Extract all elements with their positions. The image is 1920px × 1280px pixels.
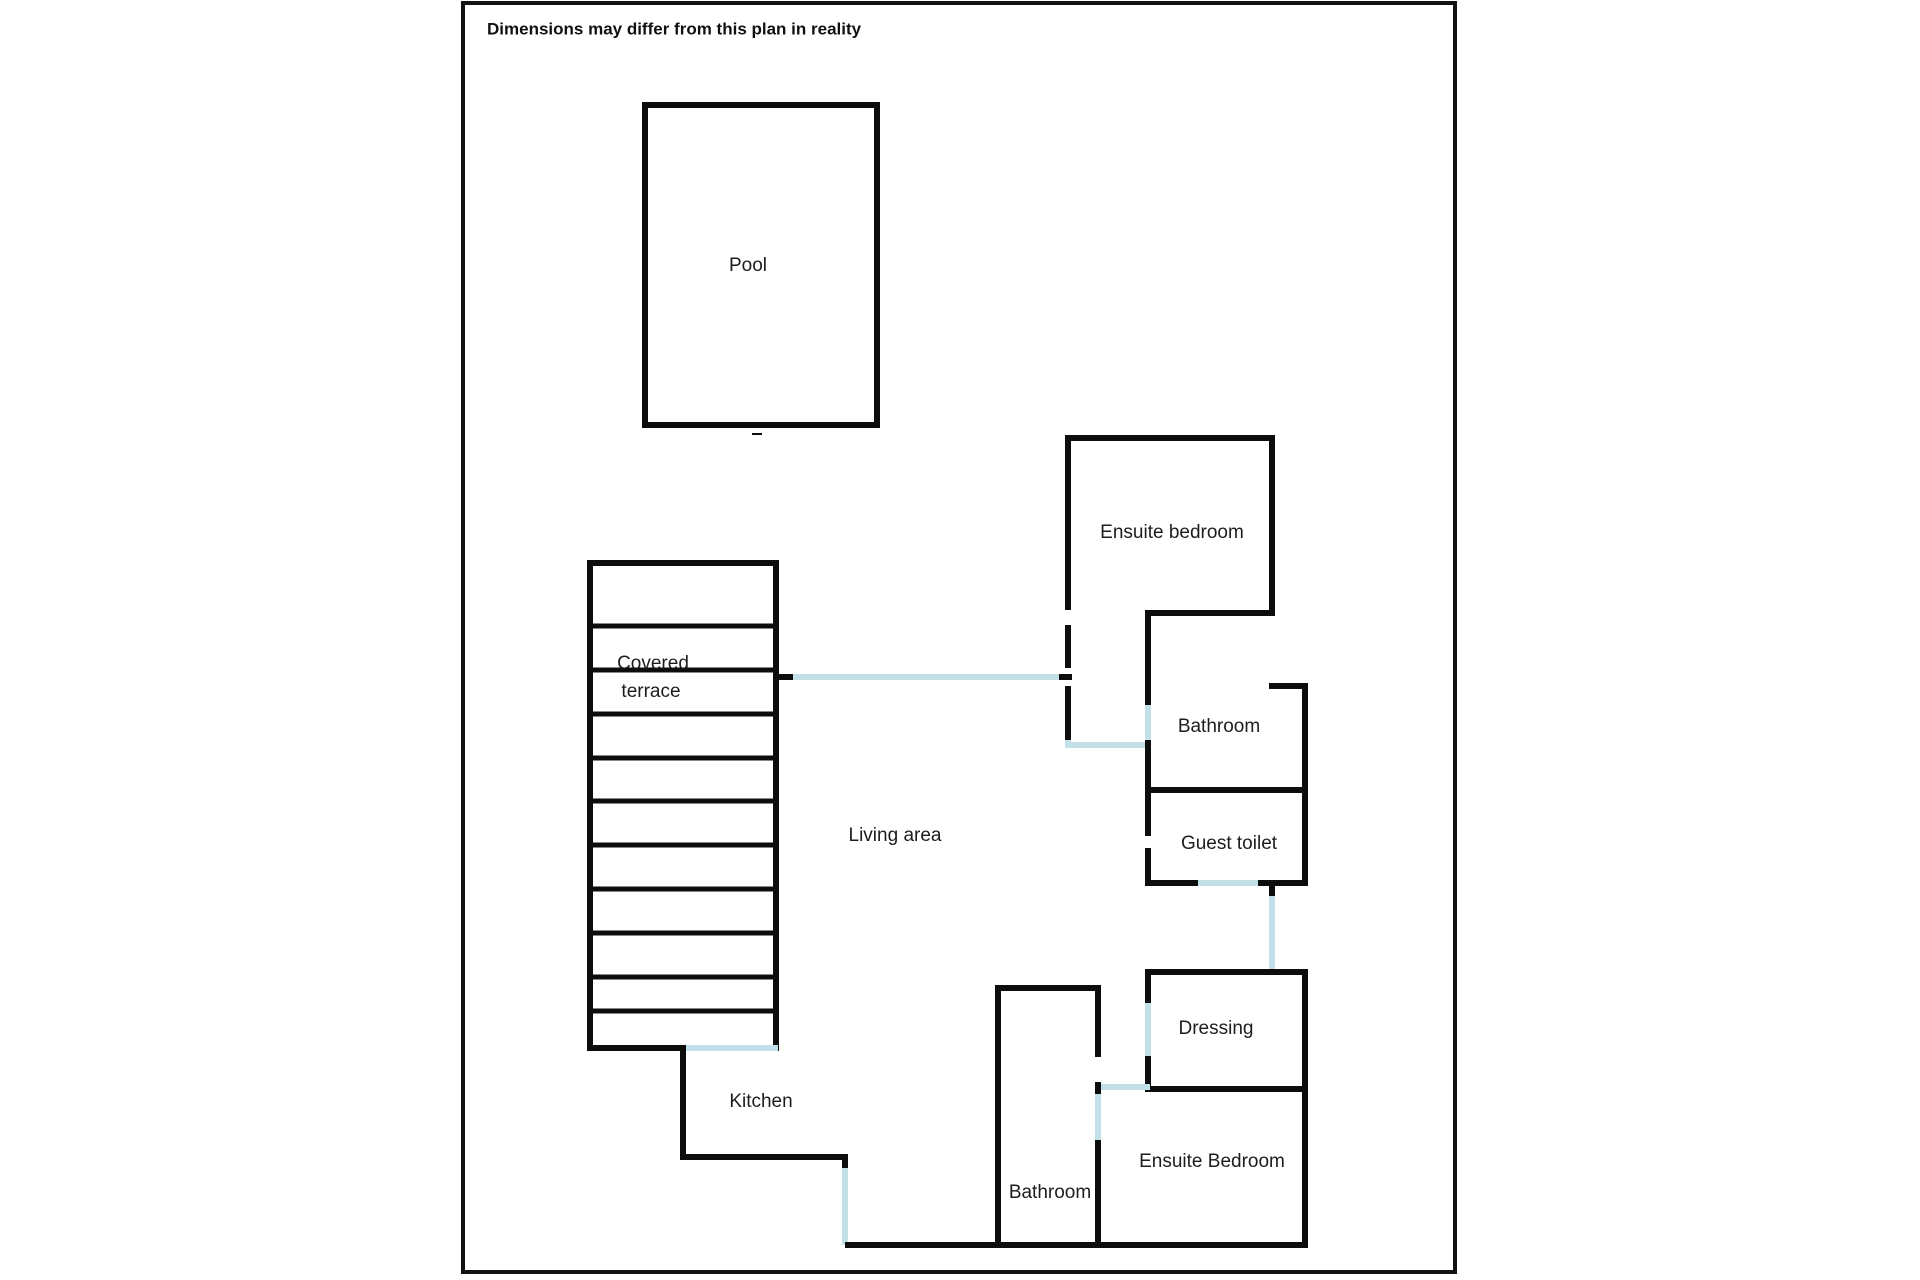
kitchen-label: Kitchen: [729, 1091, 792, 1112]
room-kitchen: Kitchen: [680, 1045, 848, 1245]
room-ensuite-bedroom-upper: Ensuite bedroom: [1065, 435, 1275, 748]
room-ensuite-bedroom-lower: Ensuite Bedroom: [1095, 1084, 1308, 1248]
room-guest-toilet: Guest toilet: [1145, 790, 1308, 975]
pool-outline: [642, 102, 880, 428]
ensuite-bedroom-upper-label: Ensuite bedroom: [1100, 522, 1244, 543]
room-living-area: Living area: [776, 674, 1072, 846]
pool-label: Pool: [729, 255, 767, 276]
bathroom-lower-label: Bathroom: [1009, 1182, 1091, 1203]
ensuite-bedroom-lower-label: Ensuite Bedroom: [1139, 1151, 1285, 1172]
room-bathroom-upper: Bathroom: [1145, 610, 1308, 793]
covered-terrace-label-line1: Covered: [617, 653, 689, 674]
room-covered-terrace: Covered terrace: [587, 560, 779, 1051]
plan-disclaimer-note: Dimensions may differ from this plan in …: [487, 19, 862, 38]
room-dressing: Dressing: [1145, 969, 1308, 1092]
dressing-label: Dressing: [1179, 1018, 1254, 1039]
living-area-label: Living area: [849, 825, 942, 846]
covered-terrace-label-line2: terrace: [621, 681, 680, 702]
room-bathroom-lower: Bathroom: [845, 985, 1101, 1248]
guest-toilet-label: Guest toilet: [1181, 833, 1278, 854]
bathroom-upper-label: Bathroom: [1178, 716, 1260, 737]
plan-sheet-border: [461, 1, 1457, 1274]
room-pool: Pool: [642, 102, 880, 435]
